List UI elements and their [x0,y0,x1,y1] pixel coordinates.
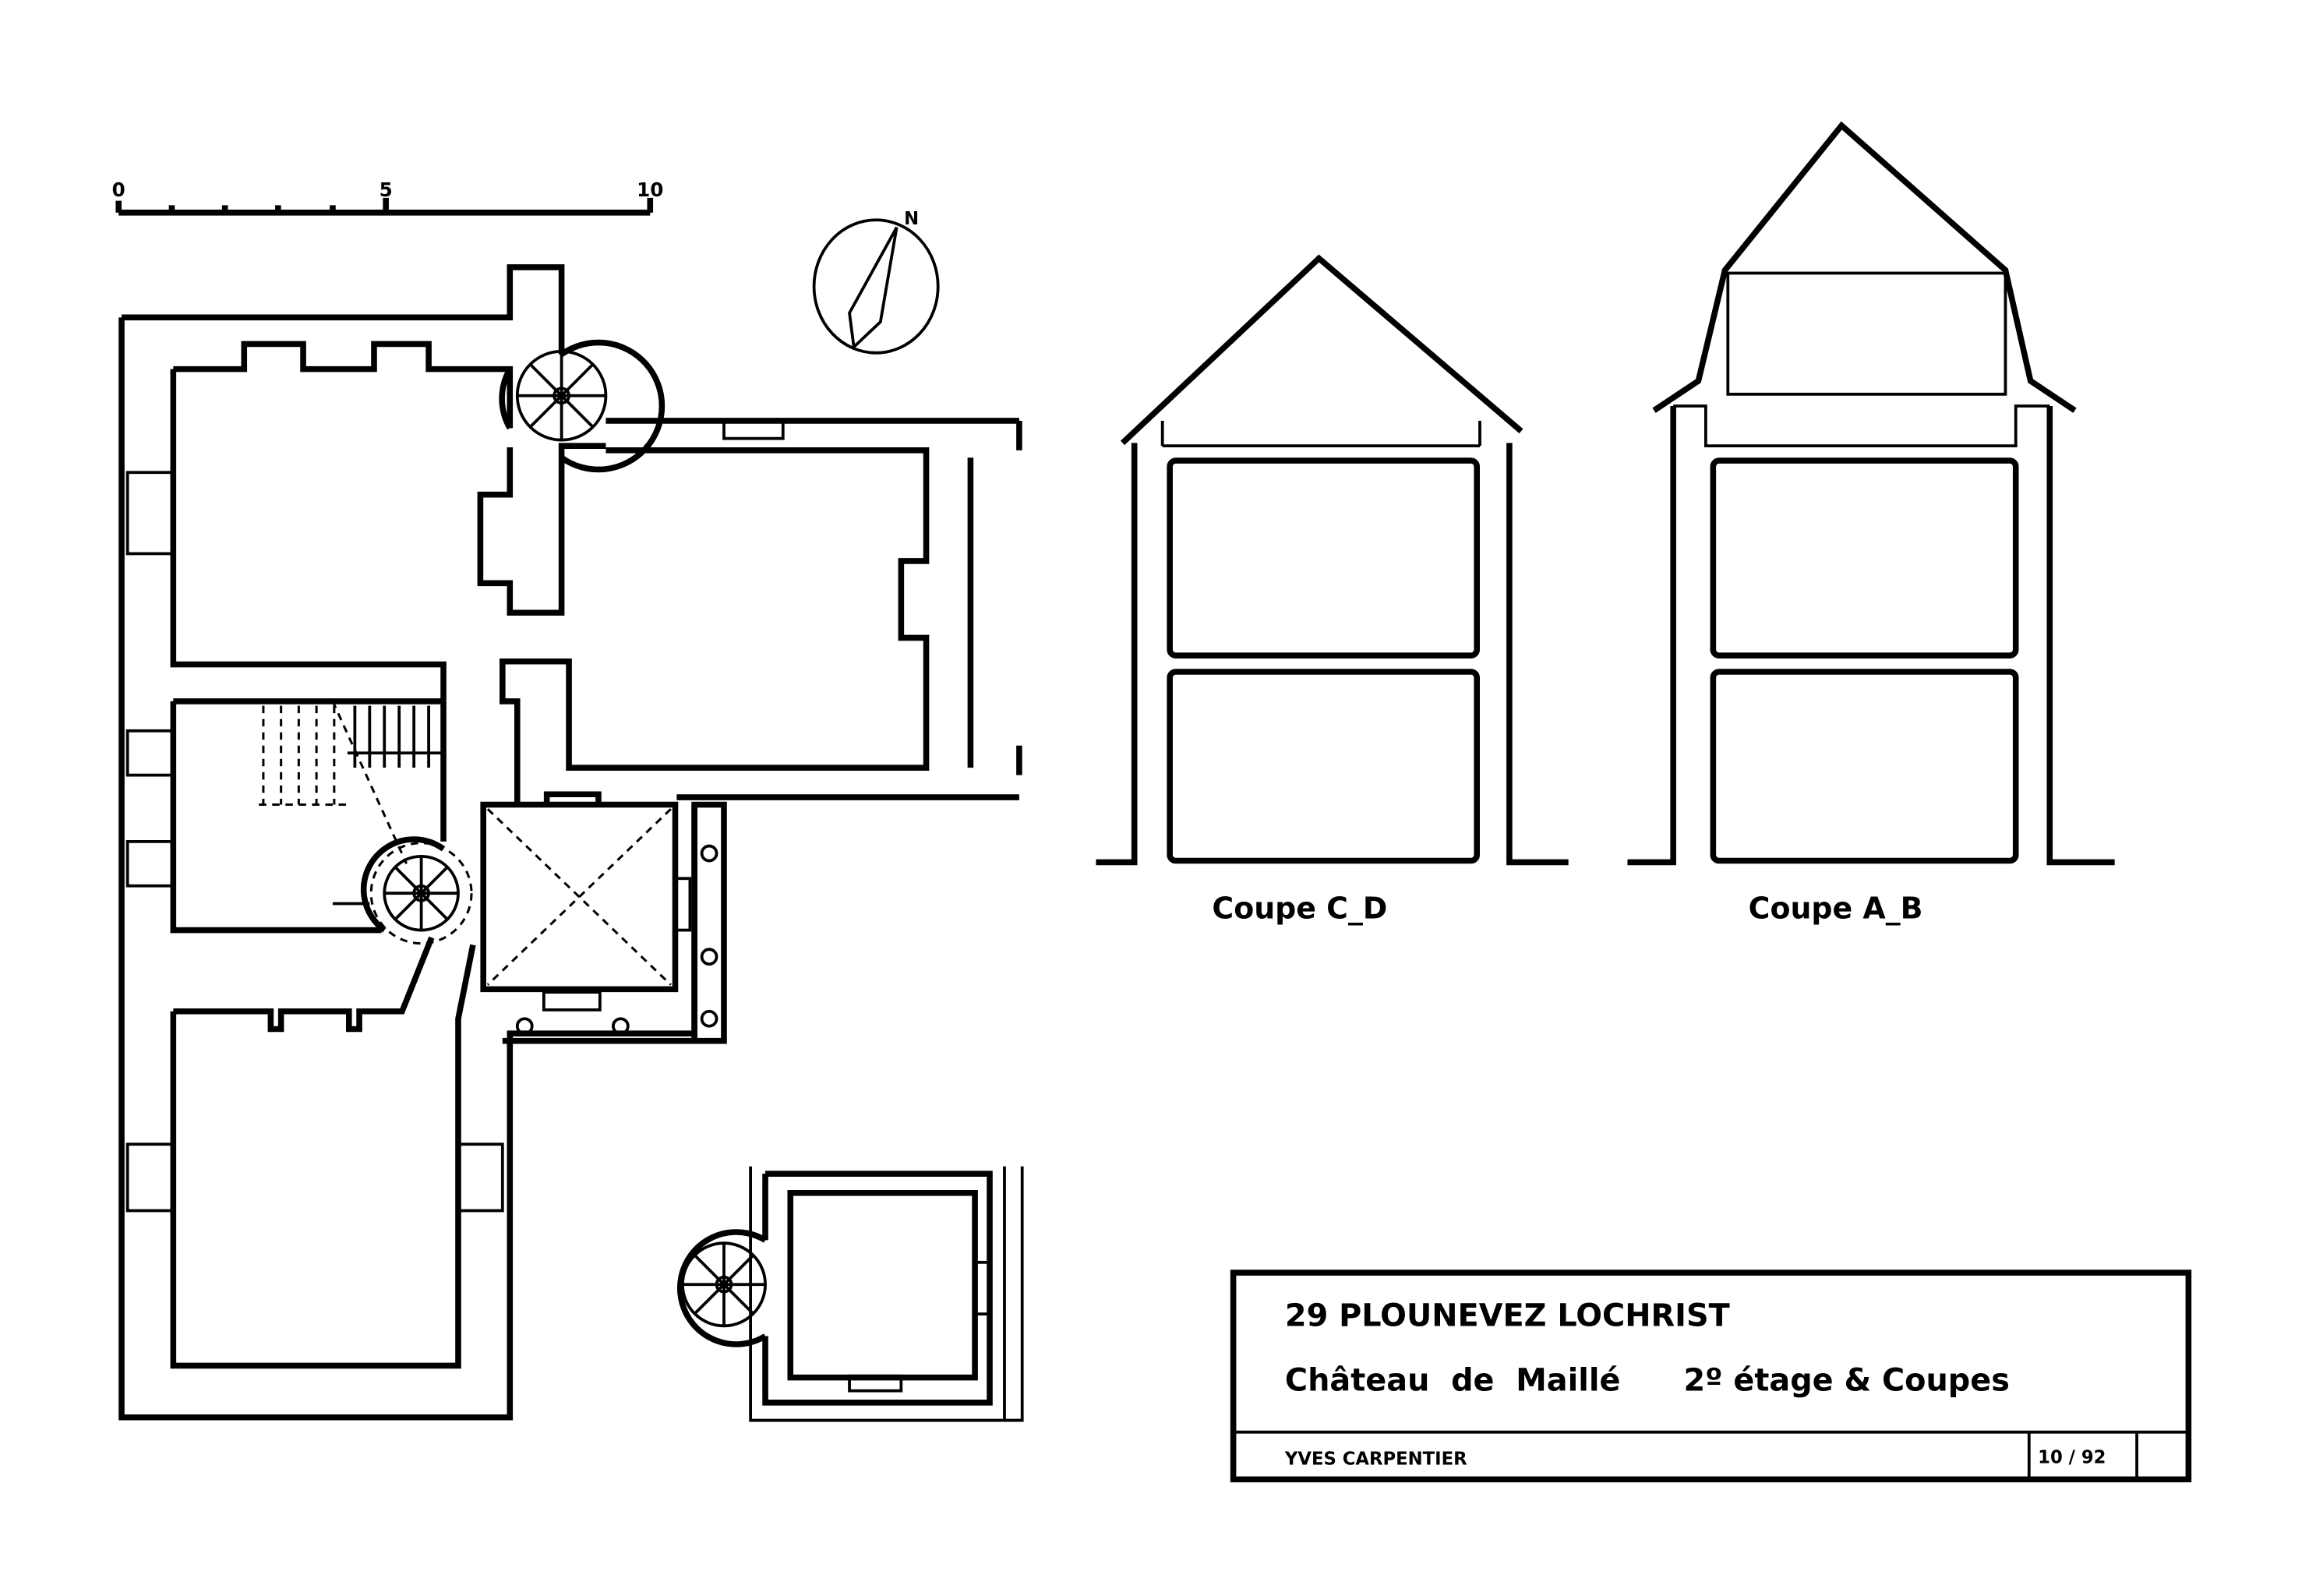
section-a-b: Coupe A_B [1627,121,2115,925]
scale-label-5: 5 [380,178,393,201]
title-block: 29 PLOUNEVEZ LOCHRIST Château de Maillé … [1230,1269,2192,1483]
section-a-b-label: Coupe A_B [1749,891,1923,925]
title-location: 29 PLOUNEVEZ LOCHRIST [1285,1298,1730,1333]
scale-bar: 0 5 10 [112,178,663,216]
title-date: 10 / 92 [2038,1447,2106,1467]
compass-north-label: N [904,209,919,229]
pillars [515,844,718,1036]
title-author: YVES CARPENTIER [1284,1449,1467,1469]
window-niches [125,419,785,1213]
title-building: Château de Maillé [1285,1363,1621,1399]
straight-staircase [259,701,444,864]
small-tower-plan [676,1166,1024,1422]
scale-label-0: 0 [112,178,125,201]
section-c-d: Coupe C_D [1096,254,1569,925]
floor-plan [118,264,1024,1422]
scale-label-10: 10 [637,178,663,201]
north-arrow-icon: N [812,209,940,355]
section-c-d-label: Coupe C_D [1212,891,1387,925]
title-sheet-subject: 2º étage & Coupes [1683,1363,2009,1399]
spiral-staircase-middle [332,836,473,945]
spiral-staircase-top [499,339,665,473]
